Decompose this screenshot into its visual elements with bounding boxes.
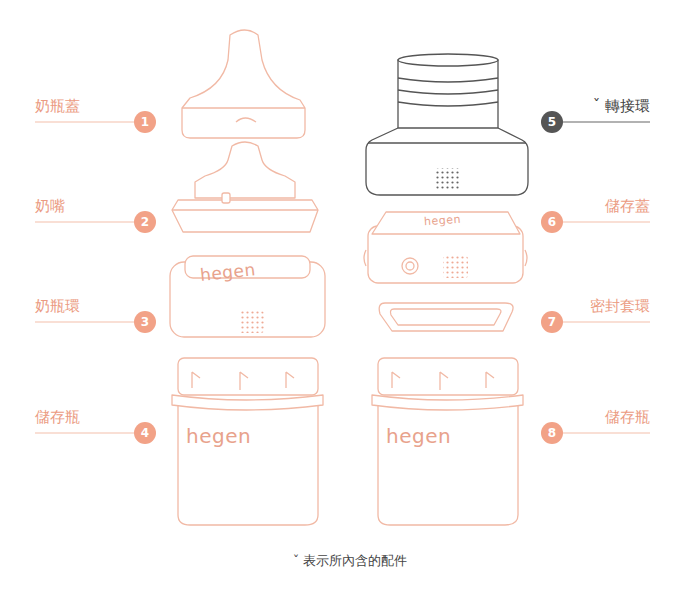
- callout-number: 6: [541, 211, 563, 233]
- part-name: 奶瓶環: [35, 297, 80, 315]
- callout-number: 8: [541, 422, 563, 444]
- caption-note: ˇ 表示所內含的配件: [0, 553, 700, 569]
- callout-number: 5: [541, 111, 563, 133]
- seal-ring: [379, 303, 513, 331]
- part-name: ˇ 轉接環: [593, 97, 650, 115]
- part-name: 儲存蓋: [605, 197, 650, 215]
- storage-lid: [364, 212, 527, 283]
- part-name: 奶嘴: [35, 197, 65, 215]
- callout-number: 7: [541, 311, 563, 333]
- brand-logo: hegen: [424, 213, 462, 229]
- callout-number: 3: [134, 311, 156, 333]
- callout-number: 2: [134, 211, 156, 233]
- leader-lines: [35, 122, 650, 433]
- part-name: 儲存瓶: [35, 408, 80, 426]
- teat: [172, 142, 318, 232]
- callout-number: 1: [134, 111, 156, 133]
- part-name: 儲存瓶: [605, 408, 650, 426]
- brand-logo: hegen: [186, 424, 251, 448]
- bottle-cover: [182, 30, 305, 138]
- storage-bottle: [372, 358, 523, 525]
- adapter-ring: [366, 54, 528, 195]
- brand-logo: hegen: [386, 424, 451, 448]
- storage-bottle: [172, 358, 323, 525]
- bottle-ring: [170, 256, 325, 337]
- callout-number: 4: [134, 422, 156, 444]
- part-name: 密封套環: [590, 297, 650, 315]
- part-name: 奶瓶蓋: [35, 97, 80, 115]
